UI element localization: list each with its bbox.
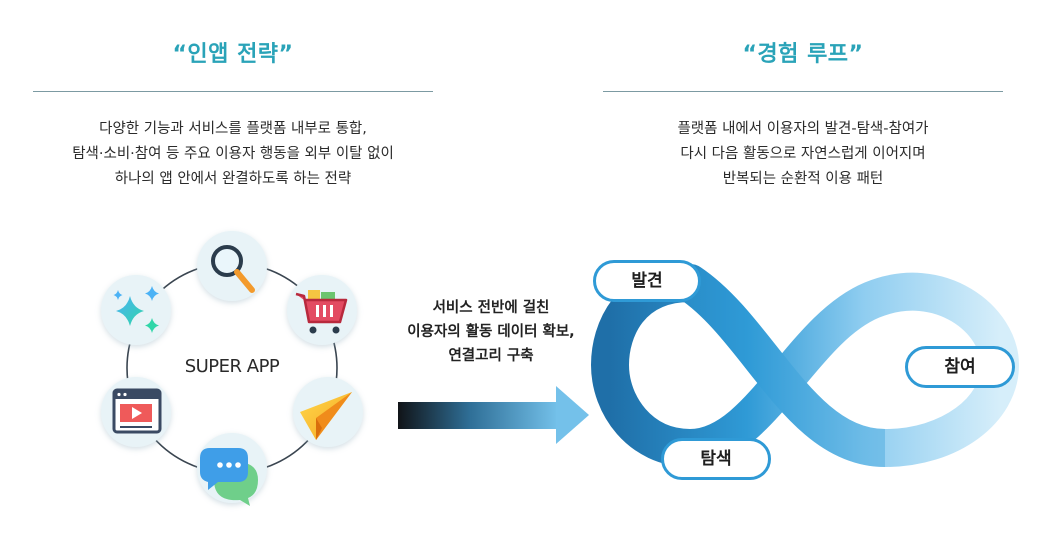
- caption-line-3: 연결고리 구축: [378, 344, 604, 368]
- engage-label: 참여: [905, 346, 1015, 388]
- flow-arrow: [398, 386, 589, 444]
- discover-label: 발견: [593, 260, 701, 302]
- explore-label: 탐색: [661, 438, 771, 480]
- caption-line-2: 이용자의 활동 데이터 확보,: [378, 320, 604, 344]
- video-player-icon-glyph: [114, 390, 160, 432]
- caption-line-1: 서비스 전반에 걸친: [378, 296, 604, 320]
- super-app-label: SUPER APP: [152, 356, 312, 377]
- data-collection-caption: 서비스 전반에 걸친 이용자의 활동 데이터 확보, 연결고리 구축: [378, 296, 604, 368]
